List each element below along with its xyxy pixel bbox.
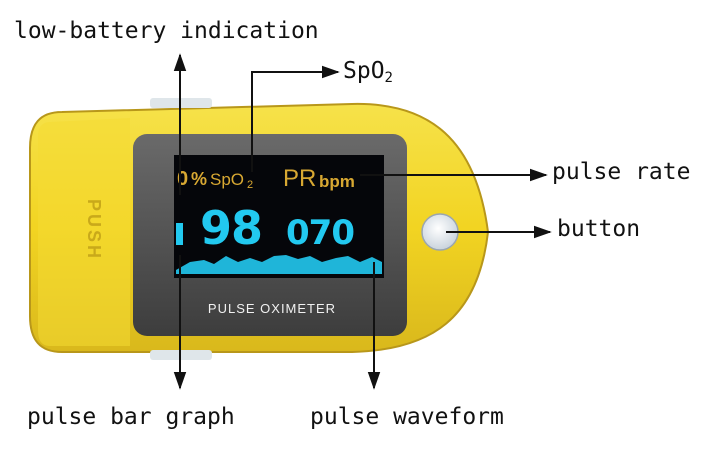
pulse-waveform <box>176 255 382 274</box>
display-header-row: 0 % SpO 2 PR bpm <box>177 165 355 192</box>
percent-sign: % <box>191 169 207 189</box>
bpm-screen-label: bpm <box>319 172 355 191</box>
callout-leaders <box>173 53 552 390</box>
battery-indicator: 0 <box>177 168 188 190</box>
button-label: button <box>557 216 641 242</box>
model-label: PULSE OXIMETER <box>208 301 336 316</box>
pulse-rate-label: pulse rate <box>552 159 691 185</box>
spo2-leader <box>251 65 340 172</box>
pulse-waveform-label: pulse waveform <box>310 404 504 430</box>
spo2-screen-label-sub: 2 <box>247 179 253 191</box>
spo2-screen-label: SpO <box>210 170 244 189</box>
spo2-label-main: SpO <box>343 58 385 84</box>
pulse-rate-value: 070 <box>286 213 354 253</box>
spo2-label-sub: 2 <box>384 70 393 86</box>
pulse-bar-graph <box>176 223 183 245</box>
push-label: PUSH <box>84 199 104 261</box>
pulse-bar-graph-label: pulse bar graph <box>27 404 235 430</box>
spo2-label: SpO2 <box>343 58 393 86</box>
low-battery-label: low-battery indication <box>14 18 319 44</box>
spo2-value: 98 <box>200 201 262 255</box>
pr-screen-label: PR <box>283 165 316 192</box>
